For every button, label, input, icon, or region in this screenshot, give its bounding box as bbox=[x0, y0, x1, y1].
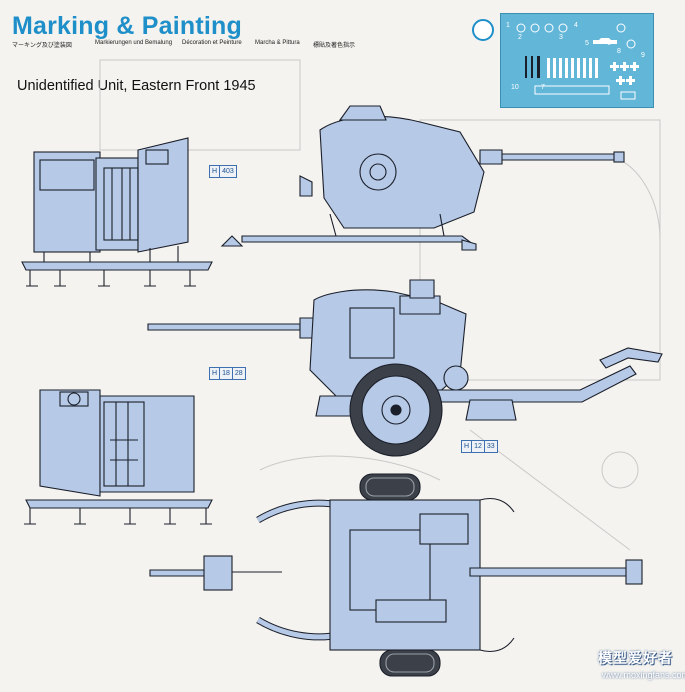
subtitle-chinese: 標貼及著色指示 bbox=[313, 43, 356, 49]
decal-number: 3 bbox=[559, 34, 563, 41]
decal-number: 10 bbox=[511, 84, 519, 91]
background-faint-parts bbox=[99, 59, 661, 551]
decal-number: 5 bbox=[585, 40, 589, 47]
top-view-drawing bbox=[149, 473, 643, 677]
page-title: Marking & Painting bbox=[12, 12, 243, 40]
decal-number: 2 bbox=[518, 34, 522, 41]
decal-number: 7 bbox=[541, 84, 545, 91]
subtitle-french: Décoration et Peinture bbox=[182, 40, 242, 46]
unit-title: Unidentified Unit, Eastern Front 1945 bbox=[17, 78, 256, 94]
decal-sheet: 1 2 3 4 5 6 7 8 9 10 bbox=[500, 13, 654, 108]
watermark-logo: 模型爱好者 bbox=[598, 650, 673, 666]
decal-number: 9 bbox=[641, 52, 645, 59]
left-side-view-drawing bbox=[220, 105, 625, 251]
right-side-view-drawing bbox=[147, 279, 663, 457]
decal-sheet-marker-icon bbox=[472, 19, 494, 41]
decal-number: 4 bbox=[574, 22, 578, 29]
decal-sheet-drawing bbox=[516, 23, 639, 100]
decal-number: 6 bbox=[607, 40, 611, 47]
subtitle-japanese: マーキング及び塗装図 bbox=[12, 43, 72, 49]
decal-number: 8 bbox=[617, 48, 621, 55]
rear-view-drawing bbox=[24, 389, 213, 525]
decal-number: 1 bbox=[506, 22, 510, 29]
watermark-url: www.moxingfans.com bbox=[602, 670, 685, 680]
front-view-drawing bbox=[21, 137, 213, 287]
subtitle-italian: Marcha & Pittura bbox=[255, 40, 300, 46]
subtitle-german: Markierungen und Bemalung bbox=[95, 40, 173, 46]
